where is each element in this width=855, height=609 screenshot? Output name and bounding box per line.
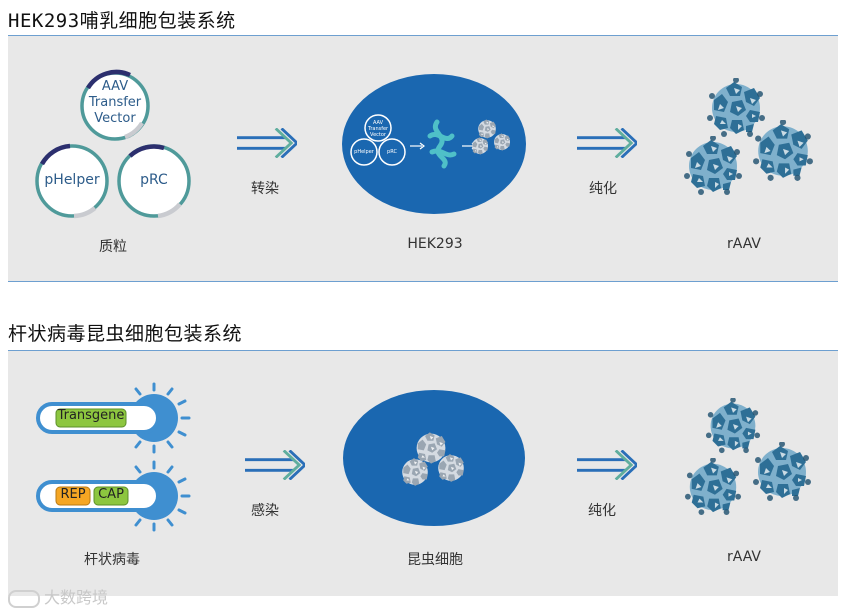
plasmid-top-line3: Vector <box>94 111 136 126</box>
mini-plasmid-top-line2: Transfer <box>368 126 389 132</box>
mini-plasmid-top-label: AAV Transfer Vector <box>368 120 388 138</box>
insect-cell <box>343 390 525 526</box>
virus-particle-icon <box>753 120 813 181</box>
watermark-logo: 大数跨境 <box>8 584 108 608</box>
raav-label-1: rAAV <box>727 236 761 252</box>
arrow1-label: 转染 <box>251 181 279 197</box>
insect-cell-label: 昆虫细胞 <box>407 552 463 568</box>
mini-plasmid-group <box>350 114 406 166</box>
double-arrow-icon <box>577 128 637 158</box>
plasmid-top-label: AAV Transfer Vector <box>80 79 150 127</box>
double-arrow-icon <box>245 450 305 480</box>
dna-icon <box>427 119 457 169</box>
plasmid-top-line1: AAV <box>101 79 129 94</box>
plasmid-right-label: pRC <box>140 172 168 188</box>
plasmid-left-icon <box>35 143 109 219</box>
raav-label-2: rAAV <box>727 549 761 565</box>
baculovirus-icon <box>36 382 191 454</box>
transgene-label: Transgene <box>57 408 125 423</box>
virus-particle-icon <box>753 442 811 501</box>
arrow3-label: 感染 <box>251 503 279 519</box>
plasmid-right-icon <box>117 144 191 219</box>
baculovirus-caption: 杆状病毒 <box>84 552 140 568</box>
section2-title: 杆状病毒昆虫细胞包装系统 <box>8 323 243 345</box>
mini-plasmid-top-line3: Vector <box>370 132 386 138</box>
virus-particle-icon <box>684 458 742 516</box>
mini-plasmid-right-label: pRC <box>387 149 397 155</box>
mini-plasmid-top-line1: AAV <box>372 120 384 126</box>
watermark-icon <box>8 589 40 608</box>
rep-label: REP <box>60 487 86 502</box>
mini-plasmid-left-label: pHelper <box>354 149 374 155</box>
arrow4-label: 纯化 <box>588 503 616 519</box>
plasmid-caption: 质粒 <box>99 239 127 255</box>
hek293-label: HEK293 <box>407 236 463 252</box>
virus-particle-icon <box>684 136 742 195</box>
double-arrow-icon <box>237 128 297 158</box>
baculovirus-icon <box>36 460 191 532</box>
section1-panel-divider <box>8 281 838 282</box>
arrow2-label: 纯化 <box>589 181 617 197</box>
plasmid-left-label: pHelper <box>44 172 100 188</box>
plasmid-top-line2: Transfer <box>88 95 142 110</box>
hek293-cell <box>342 74 526 214</box>
plasmid-group <box>35 69 191 219</box>
watermark-text: 大数跨境 <box>44 588 109 607</box>
cap-label: CAP <box>98 487 124 502</box>
plasmid-top-icon <box>80 69 150 141</box>
double-arrow-icon <box>577 450 637 480</box>
section1-title: HEK293哺乳细胞包装系统 <box>8 10 236 32</box>
